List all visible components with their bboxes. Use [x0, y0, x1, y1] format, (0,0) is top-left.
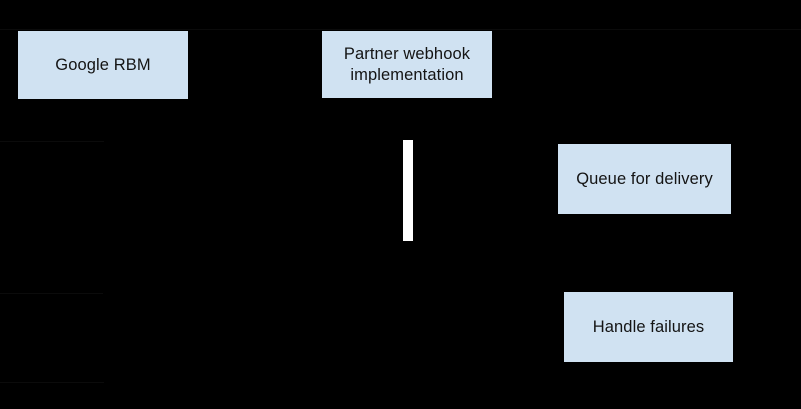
- node-handle-failures[interactable]: Handle failures: [564, 292, 733, 362]
- node-google-rbm[interactable]: Google RBM: [18, 31, 188, 99]
- node-queue-for-delivery-label: Queue for delivery: [576, 169, 713, 188]
- node-partner-webhook-implementation-label: Partner webhook implementation: [343, 44, 471, 84]
- node-google-rbm-label: Google RBM: [55, 55, 151, 74]
- background-divider-top: [0, 29, 801, 30]
- node-handle-failures-label: Handle failures: [592, 317, 705, 336]
- background-divider-lower: [0, 293, 103, 294]
- background-divider-middle: [0, 141, 104, 142]
- vertical-connector-bar: [403, 140, 413, 241]
- node-partner-webhook-implementation[interactable]: Partner webhook implementation: [322, 31, 492, 98]
- background-divider-bottom: [0, 382, 104, 383]
- node-queue-for-delivery[interactable]: Queue for delivery: [558, 144, 731, 214]
